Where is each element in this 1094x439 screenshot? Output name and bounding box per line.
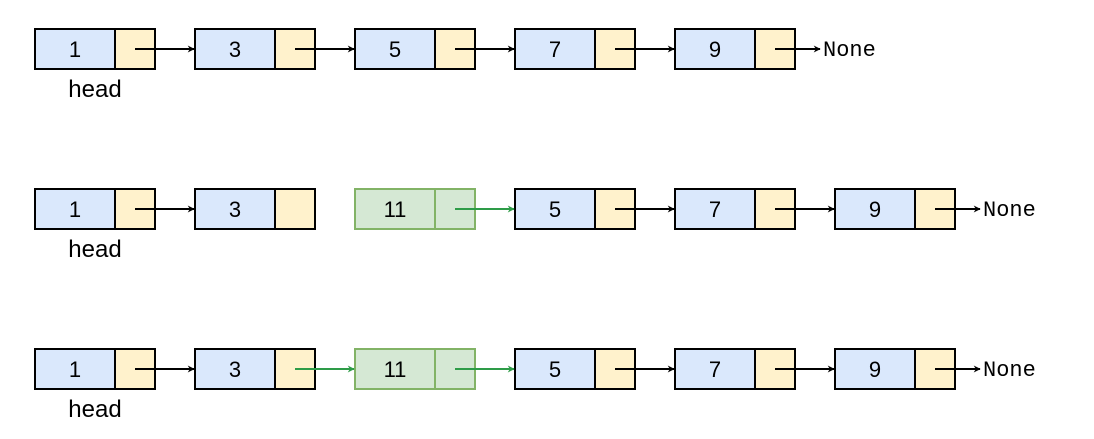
node-value: 1	[69, 357, 81, 382]
none-label: None	[983, 358, 1036, 383]
node-value: 9	[709, 37, 721, 62]
head-label: head	[68, 236, 121, 263]
node-value: 5	[389, 37, 401, 62]
list-node: 7	[674, 348, 796, 390]
linked-list-row: 1 3 5 7 9 None head	[34, 28, 876, 103]
list-node: 3	[194, 188, 316, 230]
node-value-cell	[514, 188, 596, 230]
node-value: 7	[709, 357, 721, 382]
list-node: 5	[354, 28, 476, 70]
list-node: 3	[194, 28, 316, 70]
node-value-cell	[674, 348, 756, 390]
node-value: 11	[384, 197, 407, 222]
node-value: 3	[229, 37, 241, 62]
node-value-cell	[194, 188, 276, 230]
head-label: head	[68, 396, 121, 423]
node-value-cell	[34, 28, 116, 70]
list-node: 9	[674, 28, 796, 70]
node-value: 3	[229, 357, 241, 382]
list-node: 1	[34, 28, 156, 70]
node-value: 7	[709, 197, 721, 222]
none-label: None	[983, 198, 1036, 223]
node-value-cell	[354, 188, 436, 230]
node-value: 9	[869, 357, 881, 382]
none-label: None	[823, 38, 876, 63]
node-value: 11	[384, 357, 407, 382]
node-pointer-cell	[274, 188, 316, 230]
node-value-cell	[834, 188, 916, 230]
node-value-cell	[354, 28, 436, 70]
node-value: 5	[549, 197, 561, 222]
node-value-cell	[514, 348, 596, 390]
node-value: 3	[229, 197, 241, 222]
node-value: 5	[549, 357, 561, 382]
node-value-cell	[514, 28, 596, 70]
node-value: 1	[69, 37, 81, 62]
new-list-node: 11	[354, 348, 476, 390]
list-node: 1	[34, 188, 156, 230]
node-value: 1	[69, 197, 81, 222]
node-value: 9	[869, 197, 881, 222]
head-label: head	[68, 76, 121, 103]
linked-list-row: 1 3 11 5 7 9 None head	[34, 188, 1036, 263]
node-value: 7	[549, 37, 561, 62]
linked-list-row: 1 3 11 5 7 9 None head	[34, 348, 1036, 423]
